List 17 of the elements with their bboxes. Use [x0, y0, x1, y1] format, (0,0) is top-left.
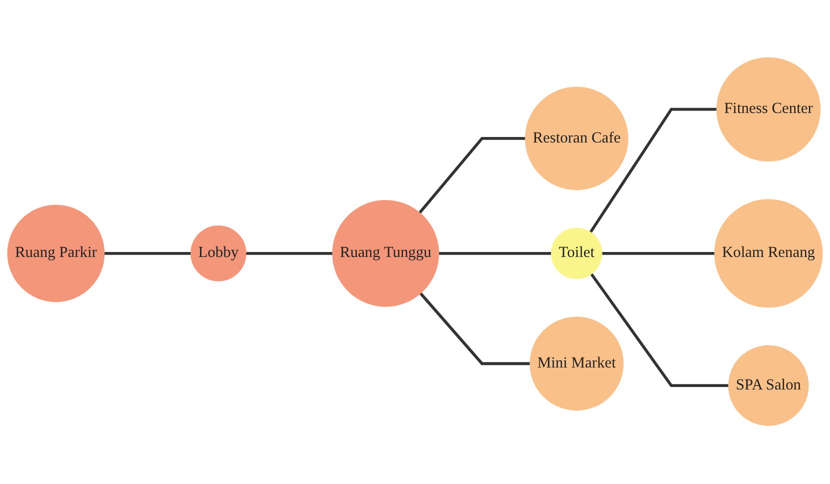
node-circle: Kolam Renang	[714, 200, 823, 308]
connector	[602, 252, 715, 256]
connector	[418, 137, 526, 214]
node-circle: Fitness Center	[716, 58, 821, 162]
node-circle: Ruang Parkir	[7, 205, 105, 303]
node-circle: Restoran Cafe	[524, 87, 628, 191]
connector	[438, 252, 552, 256]
connector	[104, 252, 191, 256]
node-circle: Lobby	[190, 226, 246, 282]
connector	[589, 108, 717, 234]
node-circle: Mini Market	[530, 317, 624, 412]
node-circle: Ruang Tunggu	[332, 200, 440, 308]
connector	[419, 292, 530, 366]
connector	[246, 252, 333, 256]
node-circle: Toilet	[551, 228, 602, 280]
node-circle: SPA Salon	[728, 346, 809, 426]
connector	[590, 273, 729, 388]
